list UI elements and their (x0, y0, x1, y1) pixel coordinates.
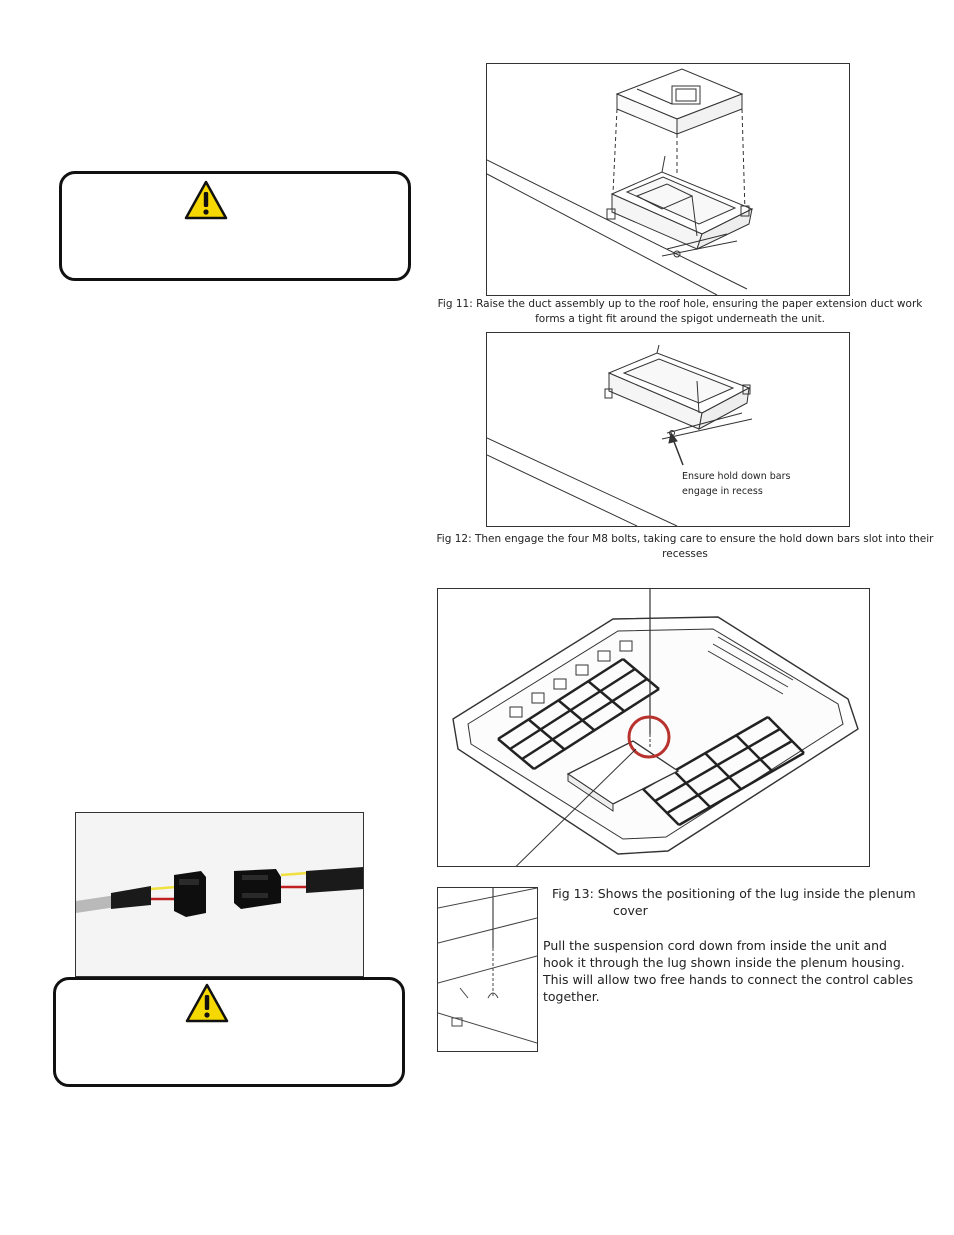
fig13-body-line4: together. (543, 989, 600, 1004)
connector-photo (75, 812, 364, 977)
fig13-title: Fig 13: Shows the positioning of the lug… (552, 885, 947, 919)
fig12-caption: Fig 12: Then engage the four M8 bolts, t… (420, 532, 950, 562)
warning-box-top (59, 171, 411, 281)
fig13-inset (437, 887, 538, 1052)
fig13-body-line2: hook it through the lug shown inside the… (543, 955, 905, 970)
fig11-caption: Fig 11: Raise the duct assembly up to th… (420, 297, 940, 327)
fig13-title-line2: cover (613, 903, 648, 918)
fig12-caption-line1: Fig 12: Then engage the four M8 bolts, t… (436, 533, 934, 545)
fig12-illustration: Ensure hold down bars engage in recess (486, 332, 850, 527)
fig12-callout-line1: Ensure hold down bars (682, 471, 791, 482)
fig13-body: Pull the suspension cord down from insid… (543, 937, 948, 1005)
fig11-caption-line2: forms a tight fit around the spigot unde… (535, 313, 825, 325)
fig13-body-line1: Pull the suspension cord down from insid… (543, 938, 887, 953)
fig12-callout: Ensure hold down bars engage in recess (682, 469, 790, 499)
fig13-illustration (437, 588, 870, 867)
fig12-callout-line2: engage in recess (682, 486, 763, 497)
fig11-caption-line1: Fig 11: Raise the duct assembly up to th… (437, 298, 923, 310)
fig12-caption-line2: recesses (662, 548, 708, 560)
fig11-illustration (486, 63, 850, 296)
fig13-body-line3: This will allow two free hands to connec… (543, 972, 914, 987)
warning-triangle-icon (184, 180, 228, 220)
warning-box-bottom (53, 977, 405, 1087)
warning-triangle-icon (185, 983, 229, 1023)
fig13-title-line1: Fig 13: Shows the positioning of the lug… (552, 886, 916, 901)
